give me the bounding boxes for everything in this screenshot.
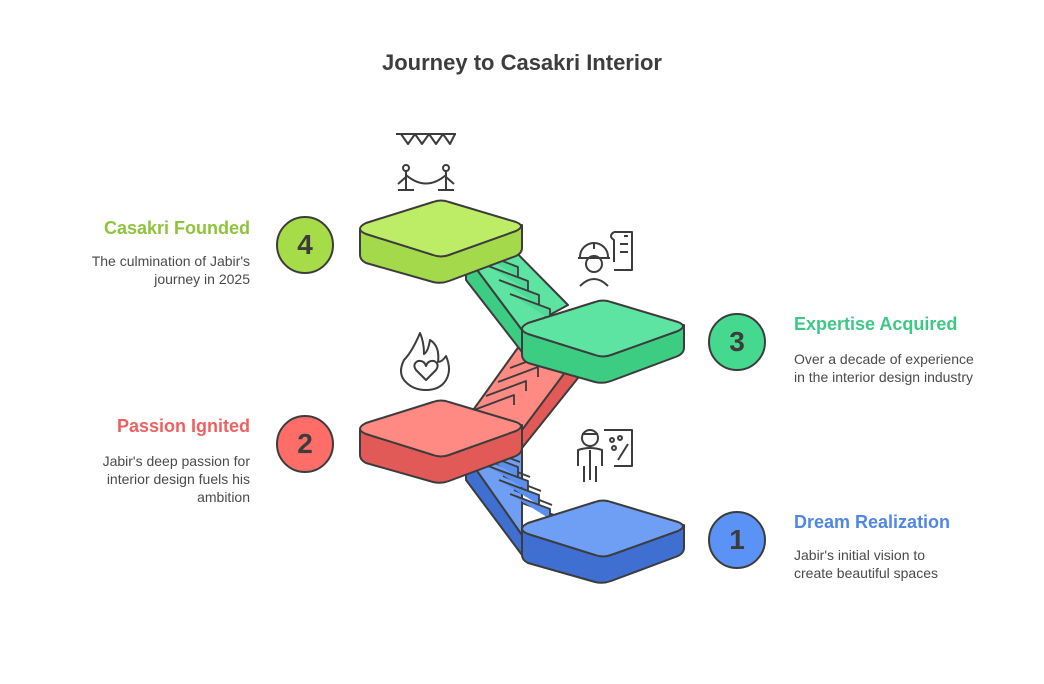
page-title: Journey to Casakri Interior xyxy=(382,50,662,75)
step-3-description: Over a decade of experience in the inter… xyxy=(794,351,974,385)
step-2-description: Jabir's deep passion for interior design… xyxy=(102,453,250,505)
platform-4 xyxy=(359,199,523,284)
step-4-badge: 4 xyxy=(276,216,334,274)
step-3-title: Expertise Acquired xyxy=(794,314,958,334)
engineer-blueprint-icon xyxy=(578,231,633,287)
grand-opening-ribbon-icon xyxy=(396,133,456,191)
step-4-title: Casakri Founded xyxy=(103,218,250,238)
flame-heart-icon xyxy=(400,332,450,391)
step-2-badge: 2 xyxy=(276,415,334,473)
step-2-title: Passion Ignited xyxy=(116,416,250,436)
step-1-badge: 1 xyxy=(708,511,766,569)
platform-1 xyxy=(521,499,685,584)
step-4-description: The culmination of Jabir's journey in 20… xyxy=(91,253,250,287)
step-1-title: Dream Realization xyxy=(794,512,951,532)
designer-with-palette-icon xyxy=(577,429,633,482)
step-1-description: Jabir's initial vision to create beautif… xyxy=(794,547,938,581)
step-3-badge: 3 xyxy=(708,313,766,371)
platform-3 xyxy=(521,299,685,384)
platform-2 xyxy=(359,399,523,484)
